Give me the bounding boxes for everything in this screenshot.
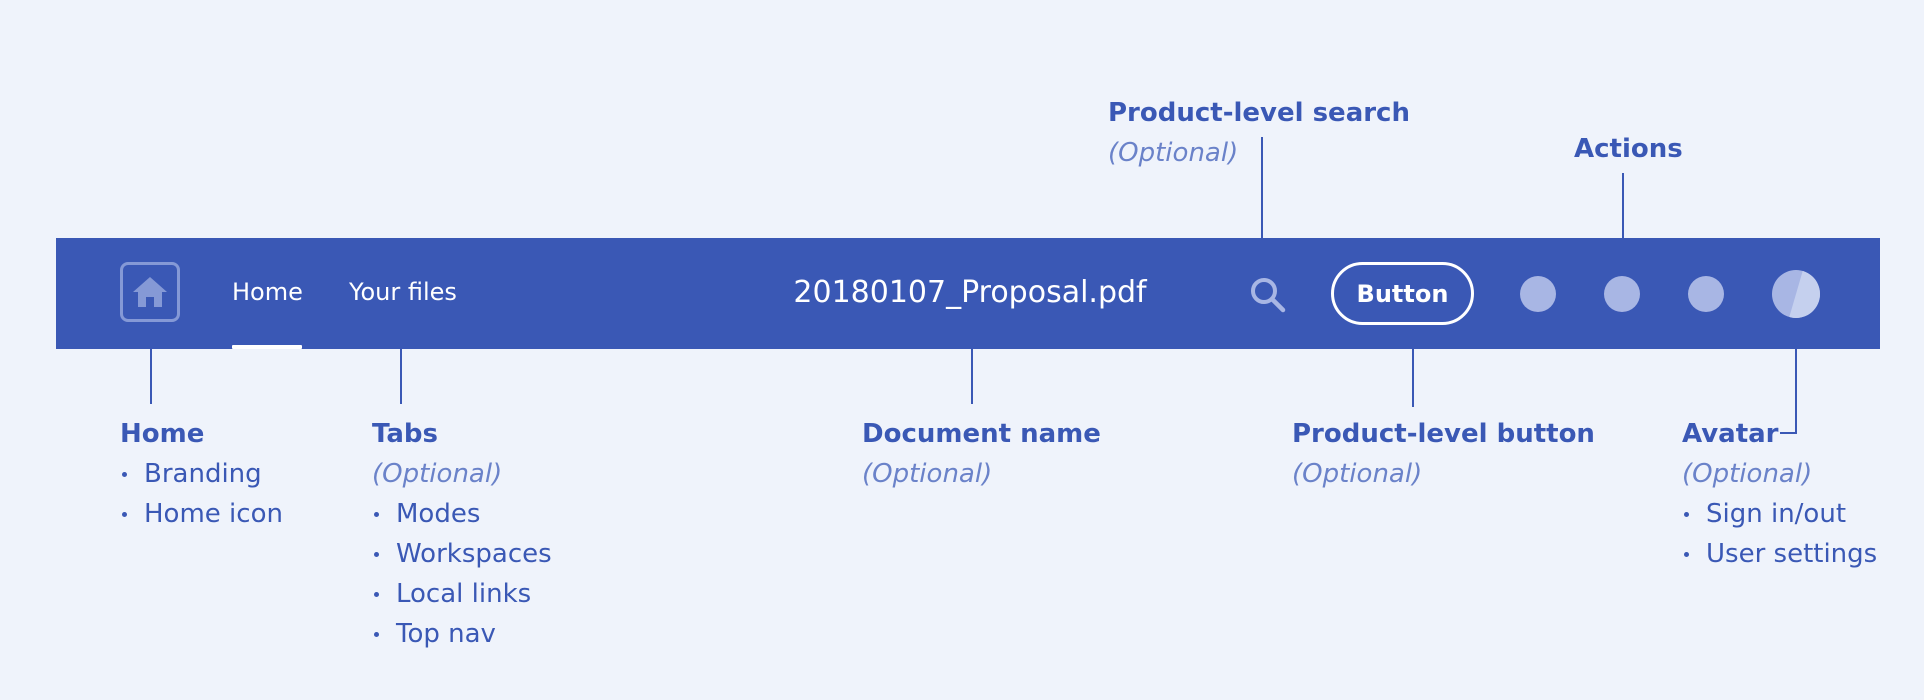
action-button-2[interactable] <box>1604 276 1640 312</box>
annotation-avatar-list: Sign in/out User settings <box>1682 494 1877 574</box>
product-level-button[interactable]: Button <box>1331 262 1474 325</box>
annotation-tabs-title: Tabs <box>372 419 439 449</box>
annotation-button-optional: (Optional) <box>1292 459 1423 489</box>
list-item: Workspaces <box>372 534 552 574</box>
annotation-avatar-optional: (Optional) <box>1682 459 1813 489</box>
callout-line-button <box>1412 327 1414 407</box>
callout-line-avatar <box>1795 329 1797 434</box>
callout-line-document <box>971 326 973 404</box>
avatar[interactable] <box>1772 270 1820 318</box>
document-name: 20180107_Proposal.pdf <box>793 275 1147 310</box>
home-button[interactable] <box>120 262 180 322</box>
search-button[interactable] <box>1248 275 1288 315</box>
annotation-document-optional: (Optional) <box>862 459 993 489</box>
annotation-search-optional: (Optional) <box>1108 138 1239 168</box>
list-item: Local links <box>372 574 552 614</box>
callout-line-avatar-elbow <box>1780 432 1797 434</box>
annotation-home-title: Home <box>120 419 205 449</box>
list-item: Top nav <box>372 614 552 654</box>
annotation-button-title: Product-level button <box>1292 419 1595 449</box>
annotation-avatar-title: Avatar <box>1682 419 1779 449</box>
list-item: Home icon <box>120 494 283 534</box>
callout-line-search <box>1261 137 1263 264</box>
annotation-tabs-optional: (Optional) <box>372 459 503 489</box>
home-icon <box>133 277 167 307</box>
annotation-document-title: Document name <box>862 419 1101 449</box>
list-item: Modes <box>372 494 552 534</box>
callout-line-actions <box>1622 173 1624 253</box>
action-button-3[interactable] <box>1688 276 1724 312</box>
annotation-actions-title: Actions <box>1574 134 1683 164</box>
search-icon <box>1251 278 1286 313</box>
avatar-image <box>1772 270 1820 318</box>
list-item: User settings <box>1682 534 1877 574</box>
list-item: Sign in/out <box>1682 494 1877 534</box>
header-bar <box>56 238 1880 349</box>
tab-selected-indicator <box>232 345 302 349</box>
list-item: Branding <box>120 454 283 494</box>
tab-home[interactable]: Home <box>232 278 303 306</box>
callout-line-tabs <box>400 326 402 404</box>
annotation-search-title: Product-level search <box>1108 98 1410 128</box>
action-button-1[interactable] <box>1520 276 1556 312</box>
annotation-tabs-list: Modes Workspaces Local links Top nav <box>372 494 552 654</box>
tab-your-files[interactable]: Your files <box>349 278 457 306</box>
annotation-home-list: Branding Home icon <box>120 454 283 534</box>
callout-line-home <box>150 322 152 404</box>
